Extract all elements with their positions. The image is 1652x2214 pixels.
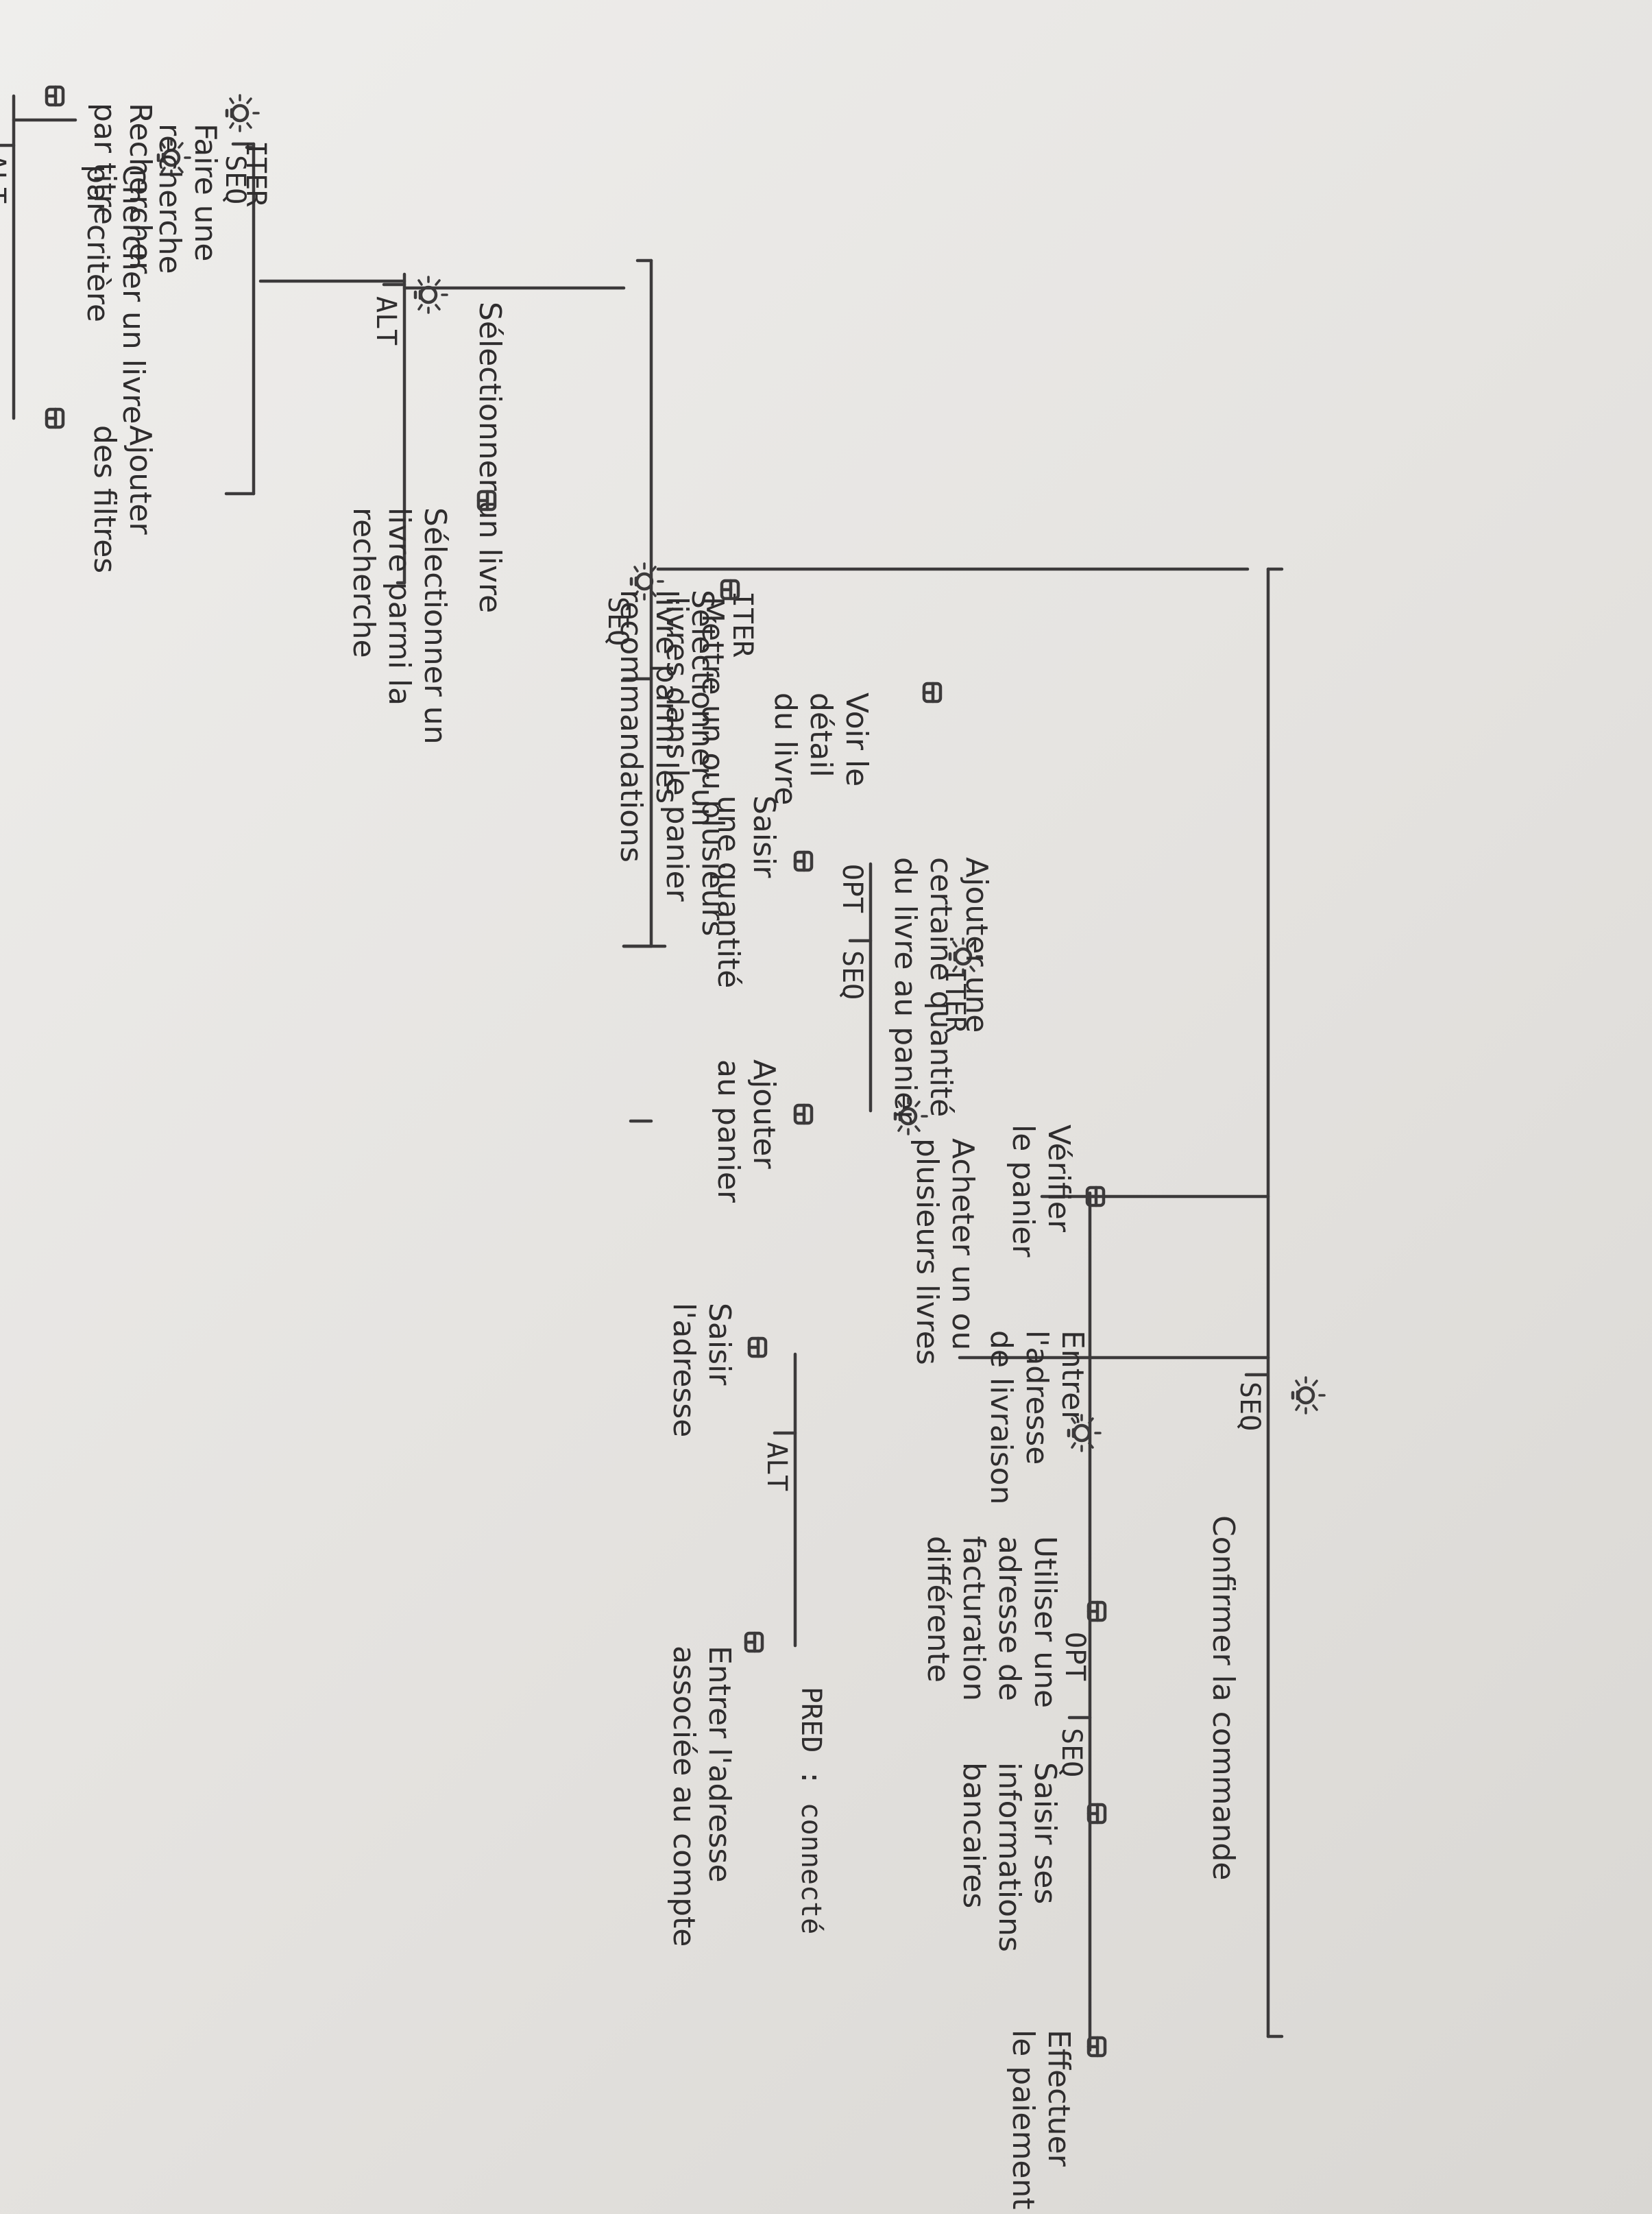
- node-label-n2c: Utiliser uneadresse defacturationdiffére…: [921, 1536, 1062, 1708]
- operator-iter-1: ITER: [727, 591, 758, 658]
- node-label-n1a: Sélectionner un livre: [472, 302, 507, 613]
- interaction-box-icon: [793, 1103, 814, 1125]
- node-label-n1b: Voir ledétaildu livre: [768, 693, 874, 805]
- node-label-n1a1a2: Ajouterdes filtres: [87, 425, 158, 573]
- node-label-n2d: Saisir sesinformationsbancaires: [956, 1762, 1062, 1952]
- node-label-n2b1: Saisirl'adresse: [666, 1303, 737, 1437]
- interaction-box-icon: [1086, 1600, 1107, 1622]
- operator-iter-2: ITER: [240, 141, 271, 207]
- operator-seq-2: SEQ: [219, 155, 251, 204]
- node-label-n2e: Effectuerle paiement: [1006, 2030, 1076, 2210]
- lightbulb-icon: [413, 276, 448, 314]
- interaction-box-icon: [476, 490, 497, 512]
- node-label-n2b: Entrerl'adressede livraison: [984, 1330, 1090, 1504]
- node-label-n1c2: Ajouterau panier: [711, 1059, 781, 1203]
- operator-alt-2: ALT: [0, 154, 11, 204]
- node-label-n1a1b: Sélectionner unlivre parmi larecherche: [346, 507, 452, 745]
- interaction-box-icon: [744, 1631, 764, 1653]
- interaction-box-icon: [793, 850, 814, 872]
- interaction-box-icon: [747, 1336, 768, 1358]
- operator-alt-1: ALT: [370, 296, 402, 346]
- interaction-box-icon: [45, 85, 65, 107]
- operator-seq-root: SEQ: [1234, 1382, 1265, 1431]
- node-label-n1c1: Saisirune quantité: [711, 795, 781, 988]
- lightbulb-icon: [629, 562, 664, 601]
- interaction-box-icon: [922, 682, 943, 703]
- lightbulb-icon: [156, 139, 191, 177]
- node-label-n1a2: Sélectionner unlivre parmi lesrecommanda…: [614, 590, 720, 863]
- node-label-n1a1: Chercher un livrepar critère: [80, 165, 151, 424]
- lightbulb-icon: [1067, 1414, 1102, 1452]
- interaction-box-icon: [1086, 1803, 1107, 1825]
- operator-iter-3: ITER: [939, 967, 971, 1033]
- operator-alt-3: ALT: [761, 1442, 792, 1491]
- operator-opt-2: OPT: [1059, 1632, 1091, 1681]
- interaction-box-icon: [1085, 1186, 1106, 1207]
- lightbulb-icon: [893, 1097, 928, 1135]
- node-label-n1a1a: Faire unerecherche: [152, 123, 223, 274]
- operator-opt-1: OPT: [836, 864, 868, 913]
- operator-seq-4: SEQ: [1056, 1728, 1087, 1777]
- lightbulb-icon: [225, 94, 260, 132]
- node-label-root: Acheter un ouplusieurs livres: [910, 1138, 980, 1365]
- node-label-n1: Mettre un ou plusieurslivres dans le pan…: [659, 597, 730, 936]
- interaction-box-icon: [720, 579, 740, 601]
- precondition-label: PRED : connecté: [795, 1687, 827, 1934]
- interaction-box-icon: [45, 407, 65, 429]
- node-label-n2: Confirmer la commande: [1206, 1515, 1241, 1880]
- node-label-n1c: Ajouter unecertaine quantitédu livre au …: [888, 857, 994, 1123]
- operator-seq-3: SEQ: [836, 950, 868, 1000]
- interaction-box-icon: [1086, 2036, 1107, 2058]
- node-label-n1a1a1: Rechercherpar titre: [87, 103, 158, 274]
- node-label-n2a: Vérifierle panier: [1006, 1124, 1076, 1258]
- node-label-n2b2: Entrer l'adresseassociée au compte: [666, 1646, 737, 1947]
- operator-seq-1: SEQ: [602, 597, 633, 646]
- lightbulb-icon: [1291, 1376, 1326, 1415]
- lightbulb-icon: [948, 937, 983, 976]
